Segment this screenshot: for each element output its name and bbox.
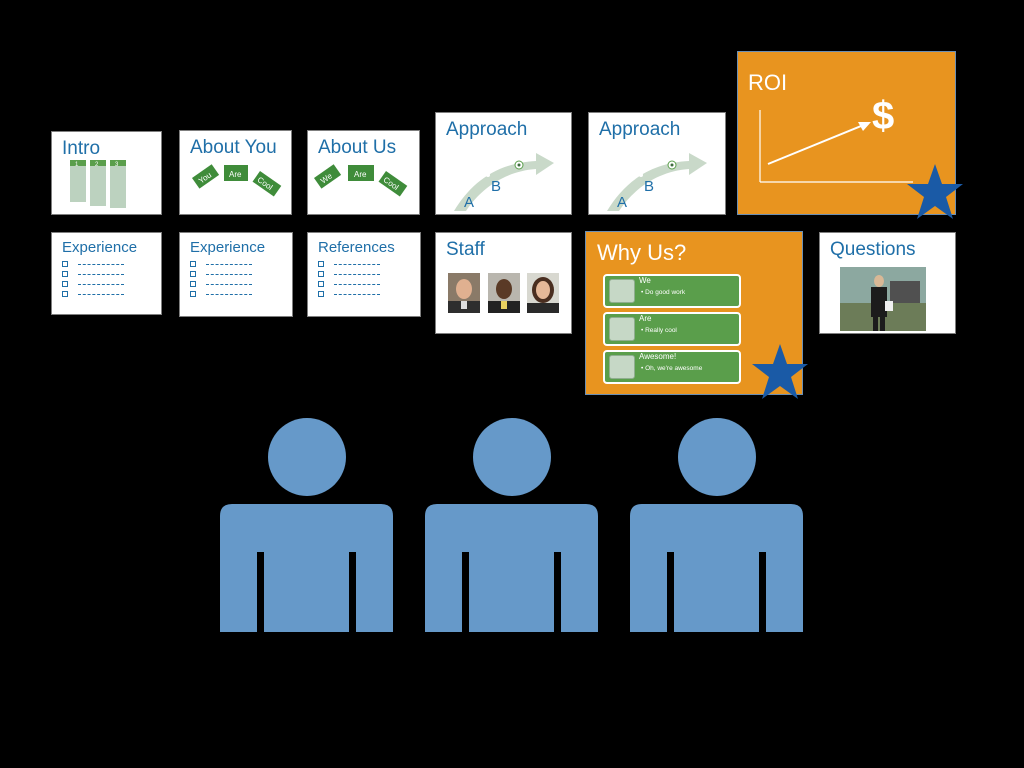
questions-photo bbox=[840, 267, 926, 331]
checklist bbox=[62, 259, 124, 299]
item-bullet: • Oh, we're awesome bbox=[641, 365, 703, 372]
checklist bbox=[318, 259, 380, 299]
slide-title: Why Us? bbox=[597, 240, 687, 265]
slide-title: Approach bbox=[599, 119, 681, 140]
slide-title: ROI bbox=[748, 70, 788, 95]
slide-title: Approach bbox=[446, 119, 528, 140]
item-thumbnail bbox=[609, 279, 635, 303]
why-us-item: We • Do good work bbox=[603, 274, 741, 308]
slide-title: References bbox=[318, 239, 395, 256]
slide-experience-2[interactable]: Experience bbox=[179, 232, 293, 317]
staff-photo bbox=[448, 273, 480, 313]
slide-title: Experience bbox=[190, 239, 266, 256]
point-a-label: A bbox=[617, 194, 627, 211]
slide-title: Experience bbox=[62, 239, 138, 256]
person-icon bbox=[425, 418, 598, 632]
star-icon bbox=[907, 164, 963, 219]
item-bullet: • Do good work bbox=[641, 289, 686, 296]
slide-experience-1[interactable]: Experience bbox=[51, 232, 162, 315]
step-label: 1 bbox=[75, 162, 79, 168]
slide-title: About You bbox=[190, 137, 277, 158]
chip-label: Are bbox=[229, 170, 242, 179]
star-icon bbox=[752, 344, 808, 399]
slide-title: Intro bbox=[62, 138, 101, 159]
slide-approach-2[interactable]: Approach B A bbox=[588, 112, 726, 215]
item-thumbnail bbox=[609, 317, 635, 341]
staff-photo bbox=[527, 273, 559, 313]
chips-graphic: You Are Cool bbox=[192, 164, 282, 197]
person-icon bbox=[630, 418, 803, 632]
roi-graph: $ bbox=[759, 94, 913, 183]
arrow-icon: B A bbox=[454, 153, 554, 211]
slide-intro[interactable]: Intro 1 2 3 bbox=[51, 131, 162, 215]
slide-staff[interactable]: Staff bbox=[435, 232, 572, 334]
slide-about-us[interactable]: About Us We Are Cool bbox=[307, 130, 420, 215]
puzzle-steps-graphic: 1 2 3 bbox=[70, 160, 126, 208]
slide-references[interactable]: References bbox=[307, 232, 421, 317]
slide-title: Questions bbox=[830, 239, 916, 260]
slide-about-you[interactable]: About You You Are Cool bbox=[179, 130, 292, 215]
point-a-label: A bbox=[464, 194, 474, 211]
why-us-item: Awesome! • Oh, we're awesome bbox=[603, 350, 741, 384]
slide-questions[interactable]: Questions bbox=[819, 232, 956, 334]
item-bullet: • Really cool bbox=[641, 327, 677, 334]
item-thumbnail bbox=[609, 355, 635, 379]
step-label: 3 bbox=[115, 162, 119, 168]
arrow-icon: B A bbox=[607, 153, 707, 211]
staff-photo bbox=[488, 273, 520, 313]
slide-title: About Us bbox=[318, 137, 397, 158]
chips-graphic: We Are Cool bbox=[314, 164, 408, 197]
item-heading: We bbox=[639, 276, 651, 285]
dollar-icon: $ bbox=[872, 94, 894, 138]
item-heading: Awesome! bbox=[639, 352, 677, 361]
step-label: 2 bbox=[95, 162, 99, 168]
checklist bbox=[190, 259, 252, 299]
person-icon bbox=[220, 418, 393, 632]
why-us-item: Are • Really cool bbox=[603, 312, 741, 346]
slide-title: Staff bbox=[446, 239, 485, 260]
point-b-label: B bbox=[491, 178, 501, 195]
slide-approach-1[interactable]: Approach B A bbox=[435, 112, 572, 215]
chip-label: Are bbox=[354, 170, 367, 179]
point-b-label: B bbox=[644, 178, 654, 195]
item-heading: Are bbox=[639, 314, 652, 323]
